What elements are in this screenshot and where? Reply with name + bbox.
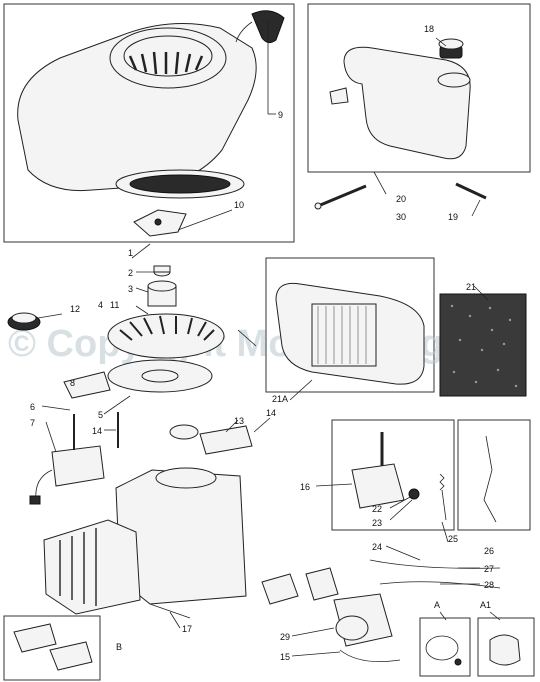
- flywheel-nut: [153, 265, 171, 277]
- callout-14-a: 14: [92, 426, 102, 436]
- callout-9: 9: [278, 110, 283, 120]
- brake-bracket: [63, 371, 253, 455]
- callout-28: 28: [484, 580, 494, 590]
- engine-block: [43, 467, 247, 619]
- callout-13: 13: [234, 416, 244, 426]
- callout-20: 20: [396, 194, 406, 204]
- callout-5: 5: [98, 410, 103, 420]
- starter-handle: [235, 10, 285, 44]
- callout-3: 3: [128, 284, 133, 294]
- frame-governor-link: [457, 419, 531, 531]
- frame-recoil-starter: [3, 3, 295, 243]
- coil-bolts: [73, 412, 119, 450]
- callout-22: 22: [372, 504, 382, 514]
- part-a-ring: [425, 635, 462, 666]
- callout-21: 21: [466, 282, 476, 292]
- leader-lines: [37, 20, 501, 657]
- callout-a1: A1: [480, 600, 491, 610]
- governor-link: [483, 435, 497, 523]
- governor-spring: [439, 473, 447, 521]
- ignition-coil: [29, 445, 105, 505]
- callout-21a: 21A: [272, 394, 288, 404]
- callouts: 1 2 3 4 11 5 6 7 8 9 10 12 13 14 14 15 1…: [30, 24, 494, 662]
- callout-4: 4: [98, 300, 103, 310]
- fuel-tank: [329, 38, 471, 160]
- frame-air-filter: [265, 257, 435, 393]
- callout-25: 25: [448, 534, 458, 544]
- callout-10: 10: [234, 200, 244, 210]
- callout-29: 29: [280, 632, 290, 642]
- callout-16: 16: [300, 482, 310, 492]
- frame-part-b: [3, 615, 101, 681]
- starter-cup: [147, 280, 177, 307]
- spark-plug-cap: [7, 312, 41, 331]
- carburettor-detail: [351, 432, 420, 509]
- air-filter-sponge: [439, 293, 527, 397]
- callout-18: 18: [424, 24, 434, 34]
- recoil-starter-housing: [17, 23, 257, 199]
- callout-14-b: 14: [266, 408, 276, 418]
- callout-26: 26: [484, 546, 494, 556]
- starter-pawl-plate: [133, 209, 187, 237]
- frame-carburettor-detail: [331, 419, 455, 531]
- callout-2: 2: [128, 268, 133, 278]
- callout-17: 17: [182, 624, 192, 634]
- gaskets: [13, 567, 339, 671]
- callout-7: 7: [30, 418, 35, 428]
- callout-12: 12: [70, 304, 80, 314]
- callout-b: B: [116, 642, 122, 652]
- frame-part-a1: [477, 617, 535, 677]
- callout-27: 27: [484, 564, 494, 574]
- callout-23: 23: [372, 518, 382, 528]
- carburettor: [333, 593, 401, 662]
- frame-part-a: [419, 617, 471, 677]
- callout-11: 11: [110, 300, 119, 310]
- frame-fuel-tank: [307, 3, 531, 173]
- air-filter-cover: [275, 282, 425, 385]
- flywheel: [107, 313, 225, 393]
- fuel-pipe-fitting: [314, 184, 367, 210]
- callout-8: 8: [70, 378, 75, 388]
- callout-a: A: [434, 600, 440, 610]
- callout-15: 15: [280, 652, 290, 662]
- fuel-filter-pin: [455, 182, 487, 200]
- control-cables: [369, 559, 501, 589]
- callout-6: 6: [30, 402, 35, 412]
- callout-1: 1: [128, 248, 133, 258]
- callout-24: 24: [372, 542, 382, 552]
- callout-30: 30: [396, 212, 406, 222]
- callout-19: 19: [448, 212, 458, 222]
- part-a1-bracket: [489, 634, 521, 666]
